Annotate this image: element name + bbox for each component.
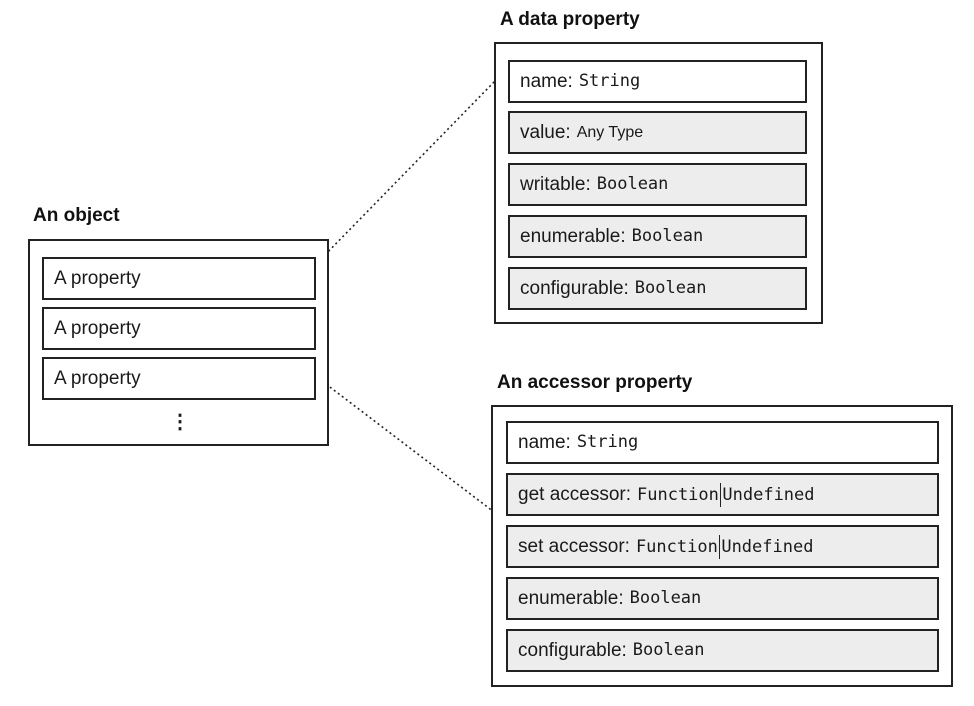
object-property-label: A property [54, 368, 141, 389]
row-type: String [576, 432, 639, 452]
row-label: name: [520, 71, 573, 92]
union-separator [719, 482, 722, 507]
accessor-property-connector [317, 377, 495, 513]
row-label: enumerable: [518, 588, 624, 609]
accessor-property-row-configurable: configurable: Boolean [506, 629, 939, 672]
data-property-row-enumerable: enumerable: Boolean [508, 215, 807, 258]
row-type: Boolean [632, 640, 705, 660]
data-property-connector [317, 79, 497, 263]
accessor-property-heading: An accessor property [497, 372, 693, 393]
union-separator [718, 534, 721, 559]
row-label: enumerable: [520, 226, 626, 247]
object-property-row: A property [42, 357, 316, 400]
row-label: value: [520, 122, 571, 143]
row-label: configurable: [520, 278, 629, 299]
data-property-row-name: name: String [508, 60, 807, 103]
data-property-row-value: value: Any Type [508, 111, 807, 154]
row-type-a: Function [637, 484, 719, 505]
row-type: Any Type [576, 123, 644, 141]
row-type: String [578, 71, 641, 91]
row-type: Boolean [629, 588, 702, 608]
row-type: Boolean [631, 226, 704, 246]
ellipsis-icon: ⋮ [170, 411, 190, 433]
data-property-row-configurable: configurable: Boolean [508, 267, 807, 310]
row-type-b: Undefined [721, 536, 814, 557]
object-property-label: A property [54, 268, 141, 289]
accessor-property-row-enumerable: enumerable: Boolean [506, 577, 939, 620]
data-property-heading: A data property [500, 9, 640, 30]
row-type-a: Function [635, 536, 718, 557]
object-property-row: A property [42, 307, 316, 350]
row-type: Boolean [634, 278, 707, 298]
object-heading: An object [33, 205, 120, 226]
accessor-property-row-name: name: String [506, 421, 939, 464]
data-property-row-writable: writable: Boolean [508, 163, 807, 206]
row-label: configurable: [518, 640, 627, 661]
row-label: name: [518, 432, 571, 453]
row-type-b: Undefined [722, 484, 815, 505]
row-label: get accessor: [518, 484, 631, 505]
row-label: set accessor: [518, 536, 630, 557]
object-property-row: A property [42, 257, 316, 300]
object-property-label: A property [54, 318, 141, 339]
row-type: Boolean [596, 174, 669, 194]
row-label: writable: [520, 174, 591, 195]
